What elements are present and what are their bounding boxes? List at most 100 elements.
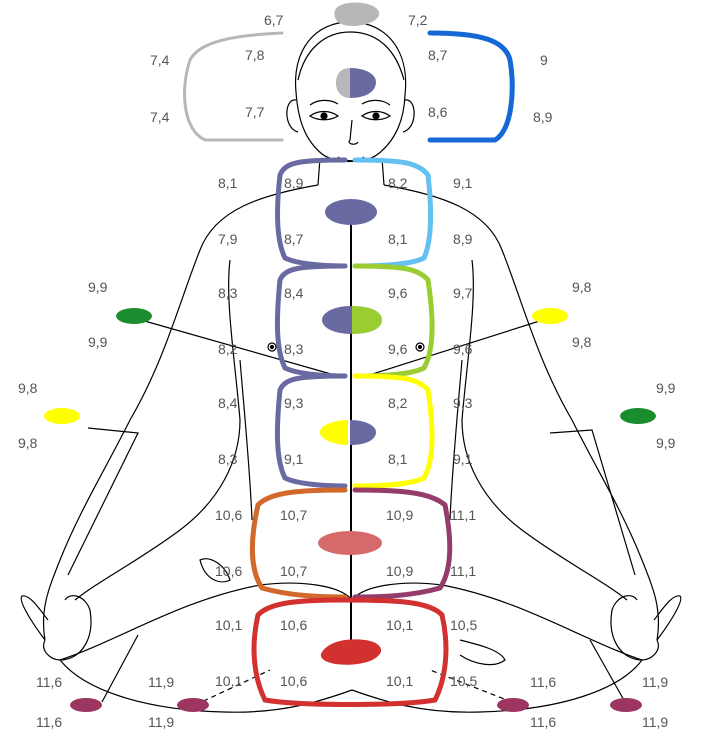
label-root-outer-left-top: 10,1: [215, 617, 242, 633]
label-solar-inner-right-bottom: 8,1: [388, 451, 408, 467]
head-outline: [294, 21, 407, 163]
body-outline: [20, 21, 682, 713]
label-sacral-outer-right-top: 11,1: [450, 507, 476, 523]
heart-frame-right: [352, 263, 435, 379]
label-hand-yellow-right-top: 9,8: [572, 279, 592, 295]
label-crown-left: 6,7: [264, 12, 284, 28]
label-sacral-inner-left-top: 10,7: [280, 507, 307, 523]
brow-frame-left: [183, 31, 284, 142]
foot-far-right: [610, 698, 642, 712]
value-labels: 6,7 7,2 7,4 7,4 7,8 7,7 8,7 8,6 9 8,9 8,…: [18, 12, 676, 730]
right-ear: [402, 99, 415, 133]
label-heart-outer-left-bottom: 8,2: [218, 341, 238, 357]
label-root-outer-right-top: 10,5: [450, 617, 477, 633]
label-heart-outer-left-top: 8,3: [218, 285, 238, 301]
brow-frame-right: [427, 30, 515, 143]
hand-right-green: [620, 408, 656, 424]
label-solar-outer-right-top: 9,3: [453, 395, 473, 411]
root-frame: [251, 597, 449, 707]
chakra-frames: [183, 2, 515, 707]
label-brow-outer-left-bottom: 7,4: [150, 109, 170, 125]
label-solar-inner-left-top: 9,3: [284, 395, 304, 411]
label-hand-green-left-top: 9,9: [88, 279, 108, 295]
foot-left: [177, 698, 209, 712]
label-foot-right-top: 11,6: [530, 674, 556, 690]
label-root-inner-left-top: 10,6: [280, 617, 307, 633]
label-foot-far-left-top: 11,6: [36, 674, 62, 690]
brow-center-half: [336, 68, 350, 98]
label-sacral-outer-left-top: 10,6: [215, 507, 242, 523]
brow-center: [350, 68, 376, 98]
label-heart-inner-left-bottom: 8,3: [284, 341, 304, 357]
label-hand-yellow-right-bottom: 9,8: [572, 334, 592, 350]
label-throat-inner-right-bottom: 8,1: [388, 231, 408, 247]
right-nipple: [415, 342, 425, 352]
hand-left-green: [116, 308, 152, 324]
root-center: [320, 639, 382, 665]
label-brow-inner-left-bottom: 7,7: [245, 104, 265, 120]
right-hand: [610, 595, 682, 661]
label-solar-outer-left-bottom: 8,3: [218, 451, 238, 467]
solar-frame-right: [352, 373, 435, 489]
heart-center-right: [352, 306, 382, 334]
left-hand: [20, 595, 92, 661]
label-sacral-inner-left-bottom: 10,7: [280, 563, 307, 579]
label-crown-right: 7,2: [408, 12, 428, 28]
label-brow-inner-right-bottom: 8,6: [428, 104, 448, 120]
label-foot-far-right-bottom: 11,9: [642, 714, 668, 730]
left-foot: [199, 558, 231, 583]
label-throat-outer-left-top: 8,1: [218, 175, 238, 191]
label-sacral-inner-right-top: 10,9: [386, 507, 413, 523]
right-arm-outer: [383, 184, 660, 641]
label-hand-green-right-top: 9,9: [656, 380, 676, 396]
label-solar-inner-left-bottom: 9,1: [284, 451, 304, 467]
label-throat-outer-left-bottom: 7,9: [218, 231, 238, 247]
label-heart-inner-left-top: 8,4: [284, 285, 304, 301]
label-root-outer-right-bottom: 10,5: [450, 673, 477, 689]
label-brow-inner-right-top: 8,7: [428, 47, 448, 63]
solar-center-left: [320, 420, 348, 445]
throat-center: [325, 199, 377, 225]
label-heart-inner-right-top: 9,6: [388, 285, 408, 301]
right-eye: [360, 110, 392, 121]
label-sacral-outer-left-bottom: 10,6: [215, 563, 242, 579]
left-arm-outer: [42, 184, 319, 641]
label-heart-inner-right-bottom: 9,6: [388, 341, 408, 357]
label-heart-outer-right-top: 9,7: [453, 285, 473, 301]
label-throat-outer-right-top: 9,1: [453, 175, 473, 191]
hand-right-yellow: [532, 308, 568, 324]
label-root-inner-right-top: 10,1: [386, 617, 413, 633]
label-throat-inner-left-top: 8,9: [284, 175, 304, 191]
label-solar-outer-left-top: 8,4: [218, 395, 238, 411]
hand-left-yellow: [44, 408, 80, 424]
label-hand-green-right-bottom: 9,9: [656, 435, 676, 451]
left-eye: [308, 110, 340, 121]
sacral-frame-right: [352, 487, 453, 600]
chakra-centers: [44, 68, 656, 712]
label-brow-outer-right-bottom: 8,9: [533, 109, 553, 125]
label-brow-outer-right-top: 9: [540, 52, 548, 68]
label-foot-far-right-top: 11,9: [642, 674, 668, 690]
legs-outline: [58, 582, 643, 713]
label-throat-inner-right-top: 8,2: [388, 175, 408, 191]
foot-right: [497, 698, 529, 712]
label-root-inner-right-bottom: 10,1: [386, 673, 413, 689]
heart-frame-left: [274, 263, 348, 379]
label-heart-outer-right-bottom: 9,6: [453, 341, 473, 357]
label-foot-right-bottom: 11,6: [530, 714, 556, 730]
torso-right: [449, 359, 463, 521]
throat-frame-left: [274, 157, 348, 269]
label-brow-inner-left-top: 7,8: [245, 47, 265, 63]
solar-center-right: [350, 420, 376, 445]
label-hand-yellow-left-top: 9,8: [18, 380, 38, 396]
nose: [348, 119, 359, 145]
hairline: [297, 31, 405, 81]
label-foot-left-top: 11,9: [148, 674, 174, 690]
sacral-center: [318, 531, 382, 555]
solar-frame-left: [274, 373, 348, 489]
crown-blob: [334, 2, 380, 26]
right-arm-inner: [461, 259, 628, 601]
torso-left: [239, 359, 253, 521]
label-root-outer-left-bottom: 10,1: [215, 673, 242, 689]
